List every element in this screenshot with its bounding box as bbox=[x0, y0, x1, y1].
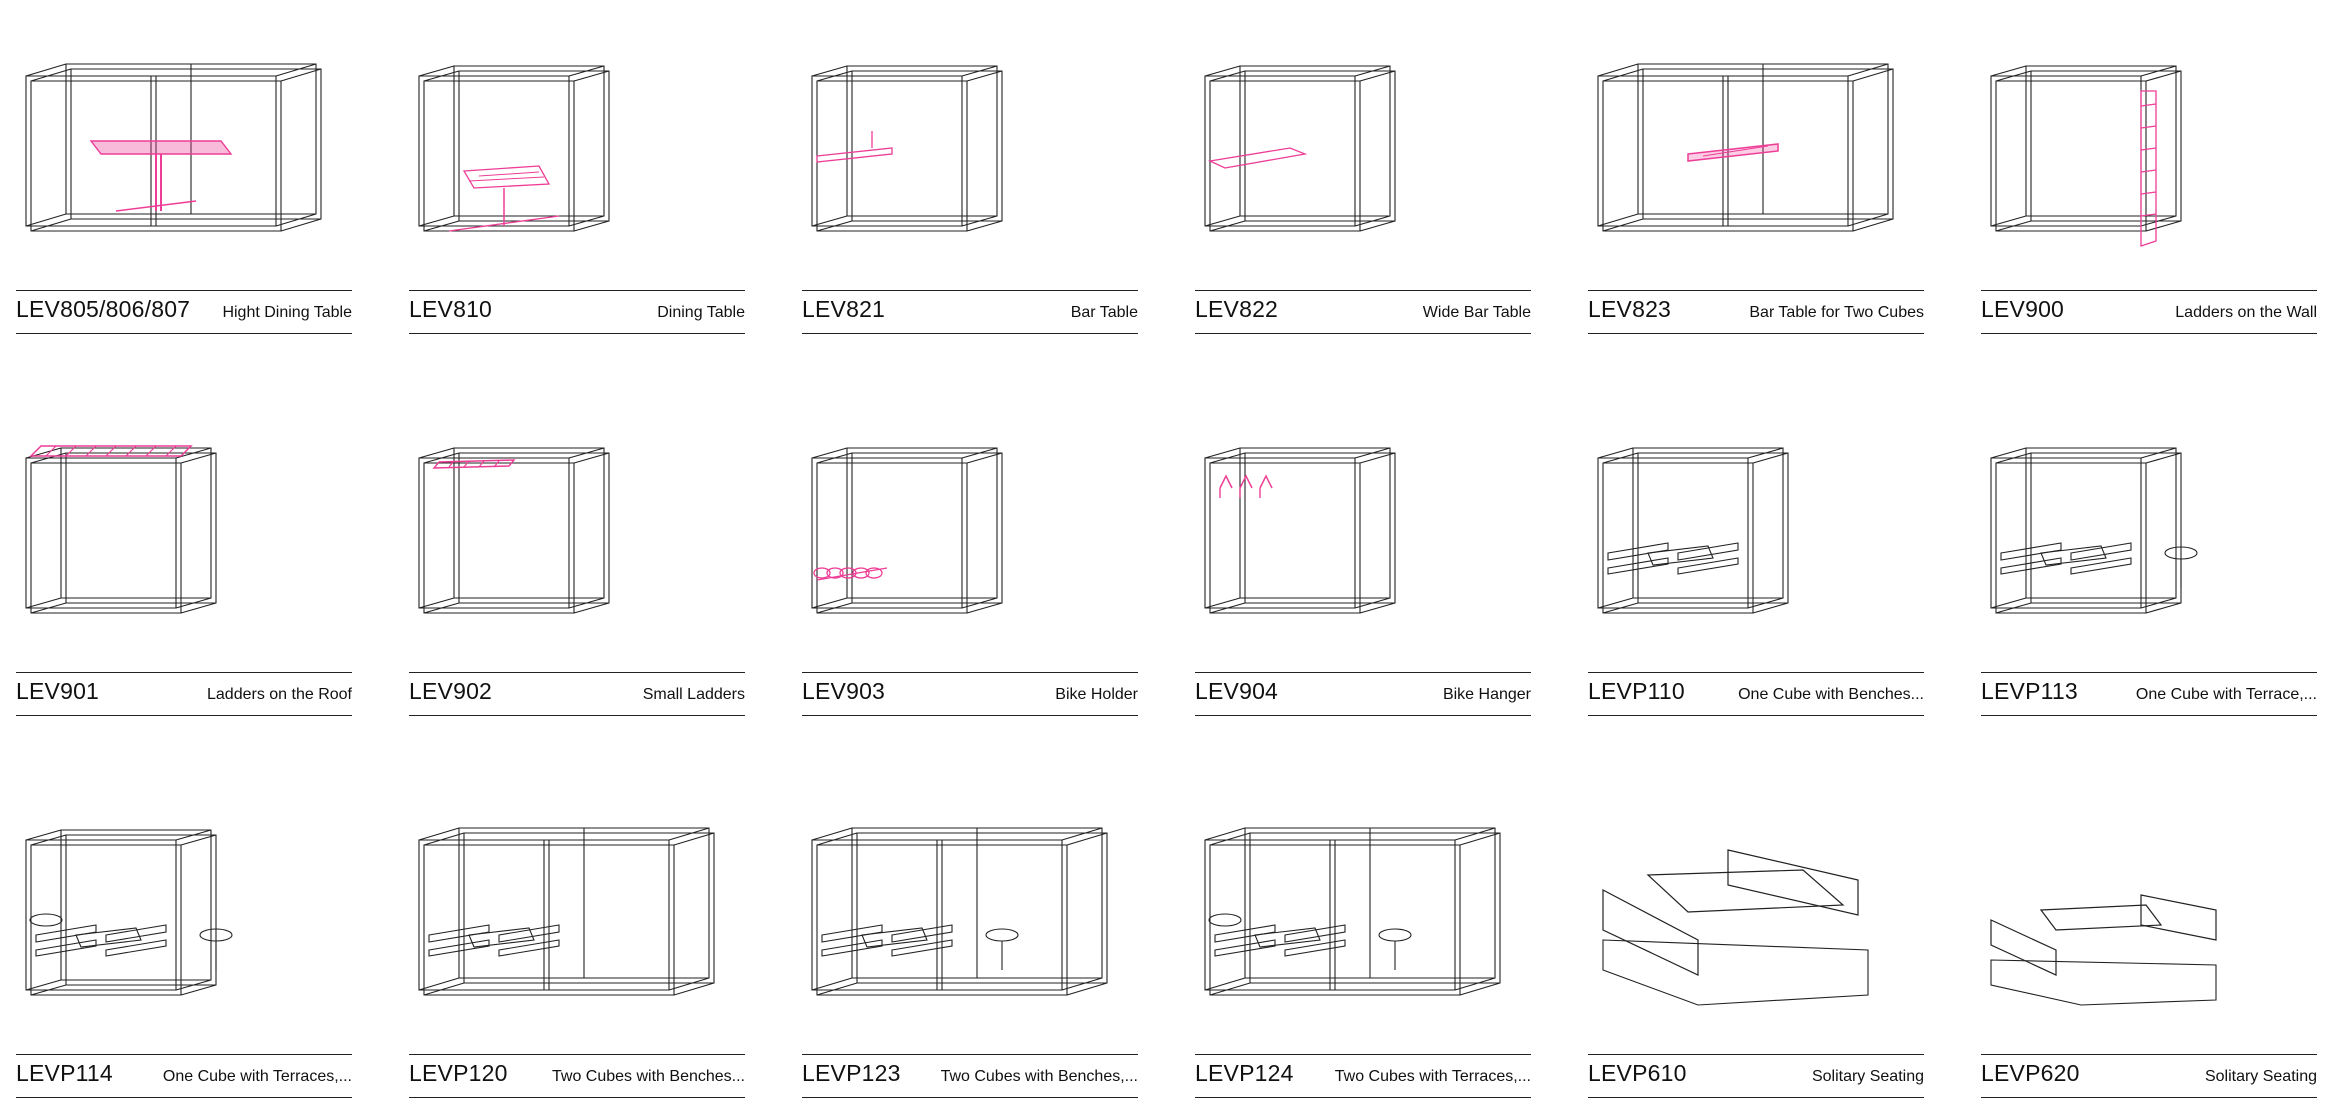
product-code: LEV901 bbox=[16, 678, 100, 704]
product-code: LEV903 bbox=[802, 678, 886, 704]
product-label: LEV810 Dining Table bbox=[409, 290, 745, 334]
product-code: LEVP124 bbox=[1195, 1060, 1294, 1086]
product-label: LEVP123 Two Cubes with Benches,... bbox=[802, 1054, 1138, 1098]
product-card[interactable]: LEV823 Bar Table for Two Cubes bbox=[1588, 36, 1924, 336]
product-illustration bbox=[811, 65, 1003, 232]
product-card[interactable]: LEV805/806/807 Hight Dining Table bbox=[16, 36, 352, 336]
product-illustration bbox=[811, 447, 1003, 614]
product-illustration bbox=[25, 829, 233, 996]
product-card[interactable]: LEV821 Bar Table bbox=[802, 36, 1138, 336]
product-label: LEV900 Ladders on the Wall bbox=[1981, 290, 2317, 334]
product-card[interactable]: LEVP124 Two Cubes with Terraces,... bbox=[1195, 800, 1531, 1100]
product-illustration bbox=[811, 827, 1108, 996]
product-illustration bbox=[1204, 447, 1396, 614]
product-label: LEVP610 Solitary Seating bbox=[1588, 1054, 1924, 1098]
product-name: Bike Hanger bbox=[1442, 686, 1531, 703]
product-illustration bbox=[1990, 447, 2198, 614]
product-name: Solitary Seating bbox=[1811, 1068, 1924, 1085]
product-card[interactable]: LEVP610 Solitary Seating bbox=[1588, 800, 1924, 1100]
product-name: Wide Bar Table bbox=[1422, 304, 1531, 321]
product-illustration bbox=[418, 827, 715, 996]
product-code: LEVP110 bbox=[1588, 678, 1685, 704]
product-code: LEVP113 bbox=[1981, 678, 2078, 704]
product-illustration bbox=[25, 445, 217, 614]
product-illustration bbox=[1990, 65, 2182, 247]
product-card[interactable]: LEV822 Wide Bar Table bbox=[1195, 36, 1531, 336]
product-illustration bbox=[1204, 65, 1396, 232]
product-name: Solitary Seating bbox=[2204, 1068, 2317, 1085]
product-name: Ladders on the Roof bbox=[207, 686, 352, 703]
product-card[interactable]: LEVP114 One Cube with Terraces,... bbox=[16, 800, 352, 1100]
product-name: Small Ladders bbox=[642, 686, 745, 703]
product-name: Two Cubes with Benches,... bbox=[940, 1068, 1138, 1085]
product-label: LEVP120 Two Cubes with Benches... bbox=[409, 1054, 745, 1098]
product-illustration bbox=[418, 447, 610, 614]
product-name: One Cube with Benches... bbox=[1738, 686, 1924, 703]
product-illustration bbox=[418, 65, 610, 232]
product-card[interactable]: LEV900 Ladders on the Wall bbox=[1981, 36, 2317, 336]
product-name: Two Cubes with Terraces,... bbox=[1334, 1068, 1531, 1085]
product-label: LEV821 Bar Table bbox=[802, 290, 1138, 334]
product-name: One Cube with Terraces,... bbox=[162, 1068, 352, 1085]
product-code: LEV904 bbox=[1195, 678, 1279, 704]
product-card[interactable]: LEV904 Bike Hanger bbox=[1195, 418, 1531, 718]
product-code: LEV823 bbox=[1588, 296, 1672, 322]
product-label: LEV904 Bike Hanger bbox=[1195, 672, 1531, 716]
product-card[interactable]: LEVP113 One Cube with Terrace,... bbox=[1981, 418, 2317, 718]
product-code: LEV821 bbox=[802, 296, 886, 322]
product-illustration bbox=[1990, 894, 2217, 1006]
product-card[interactable]: LEV810 Dining Table bbox=[409, 36, 745, 336]
product-label: LEVP124 Two Cubes with Terraces,... bbox=[1195, 1054, 1531, 1098]
product-label: LEVP110 One Cube with Benches... bbox=[1588, 672, 1924, 716]
product-name: Two Cubes with Benches... bbox=[552, 1068, 745, 1085]
product-label: LEV901 Ladders on the Roof bbox=[16, 672, 352, 716]
product-code: LEVP610 bbox=[1588, 1060, 1687, 1086]
product-label: LEV805/806/807 Hight Dining Table bbox=[16, 290, 352, 334]
product-label: LEV902 Small Ladders bbox=[409, 672, 745, 716]
product-code: LEVP114 bbox=[16, 1060, 113, 1086]
product-card[interactable]: LEVP620 Solitary Seating bbox=[1981, 800, 2317, 1100]
product-code: LEV822 bbox=[1195, 296, 1279, 322]
product-name: Bike Holder bbox=[1055, 686, 1138, 703]
product-code: LEV900 bbox=[1981, 296, 2065, 322]
product-name: Bar Table bbox=[1070, 304, 1138, 321]
product-label: LEV903 Bike Holder bbox=[802, 672, 1138, 716]
product-name: Dining Table bbox=[657, 304, 745, 321]
product-name: Ladders on the Wall bbox=[2175, 304, 2317, 321]
product-card[interactable]: LEVP123 Two Cubes with Benches,... bbox=[802, 800, 1138, 1100]
product-code: LEVP120 bbox=[409, 1060, 508, 1086]
product-card[interactable]: LEV903 Bike Holder bbox=[802, 418, 1138, 718]
product-grid: LEV805/806/807 Hight Dining Table LEV810… bbox=[16, 36, 2317, 1098]
product-name: Hight Dining Table bbox=[222, 304, 352, 321]
product-code: LEV810 bbox=[409, 296, 493, 322]
product-illustration bbox=[1597, 63, 1894, 232]
product-card[interactable]: LEV901 Ladders on the Roof bbox=[16, 418, 352, 718]
product-code: LEV805/806/807 bbox=[16, 296, 191, 322]
product-label: LEV823 Bar Table for Two Cubes bbox=[1588, 290, 1924, 334]
product-name: Bar Table for Two Cubes bbox=[1749, 304, 1924, 321]
product-name: One Cube with Terrace,... bbox=[2135, 686, 2317, 703]
product-label: LEVP620 Solitary Seating bbox=[1981, 1054, 2317, 1098]
product-card[interactable]: LEVP110 One Cube with Benches... bbox=[1588, 418, 1924, 718]
product-card[interactable]: LEV902 Small Ladders bbox=[409, 418, 745, 718]
product-code: LEV902 bbox=[409, 678, 493, 704]
product-illustration bbox=[1597, 447, 1789, 614]
product-code: LEVP620 bbox=[1981, 1060, 2080, 1086]
product-label: LEVP114 One Cube with Terraces,... bbox=[16, 1054, 352, 1098]
product-illustration bbox=[25, 63, 322, 232]
product-card[interactable]: LEVP120 Two Cubes with Benches... bbox=[409, 800, 745, 1100]
product-illustration bbox=[1602, 849, 1869, 1006]
product-label: LEV822 Wide Bar Table bbox=[1195, 290, 1531, 334]
product-code: LEVP123 bbox=[802, 1060, 901, 1086]
product-illustration bbox=[1204, 827, 1501, 996]
product-label: LEVP113 One Cube with Terrace,... bbox=[1981, 672, 2317, 716]
